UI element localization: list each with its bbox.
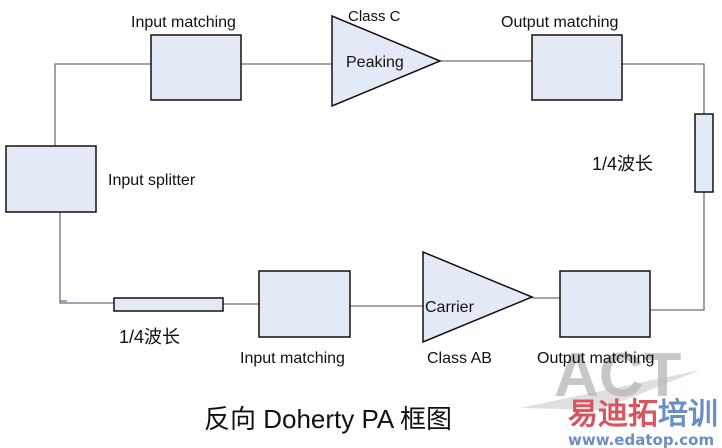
carrier-amplifier-label: Carrier bbox=[425, 299, 475, 316]
quarter-wave-bottom-label: 1/4波长 bbox=[119, 327, 180, 347]
output-matching-top-label: Output matching bbox=[501, 14, 618, 31]
carrier-class-label: Class AB bbox=[427, 350, 492, 367]
wire-splitter-to-qw-bottom bbox=[59, 212, 114, 304]
watermark-act-logo: ACT bbox=[554, 341, 682, 410]
input-matching-top-label: Input matching bbox=[131, 14, 236, 31]
peaking-amplifier-label: Peaking bbox=[346, 54, 404, 71]
input-matching-bottom-label: Input matching bbox=[240, 350, 345, 367]
quarter-wave-right-label: 1/4波长 bbox=[592, 154, 653, 174]
output-matching-top-block bbox=[531, 34, 623, 101]
quarter-wave-right-block bbox=[694, 113, 714, 193]
wire-splitter-to-input-matching-top bbox=[54, 63, 151, 146]
wire-qw-to-output-matching-bottom bbox=[650, 192, 705, 311]
input-splitter-label: Input splitter bbox=[108, 172, 196, 189]
input-splitter-block bbox=[5, 145, 97, 213]
watermark-brand-part2: 培训 bbox=[658, 397, 718, 432]
output-matching-bottom-block bbox=[559, 270, 651, 338]
output-matching-bottom-label: Output matching bbox=[537, 350, 654, 367]
watermark-url: www.edatop.com bbox=[568, 431, 714, 448]
wire-output-matching-top-to-qw bbox=[622, 63, 705, 114]
watermark-brand-part1: 易迪拓 bbox=[568, 397, 658, 432]
input-matching-bottom-block bbox=[258, 270, 351, 338]
watermark-act-swoosh bbox=[520, 362, 720, 410]
carrier-amplifier-triangle bbox=[422, 250, 534, 344]
diagram-title: 反向 Doherty PA 框图 bbox=[204, 404, 452, 434]
input-matching-top-block bbox=[150, 34, 242, 101]
peaking-amplifier-triangle bbox=[331, 14, 442, 108]
peaking-class-label: Class C bbox=[348, 8, 401, 25]
quarter-wave-bottom-block bbox=[113, 297, 224, 312]
